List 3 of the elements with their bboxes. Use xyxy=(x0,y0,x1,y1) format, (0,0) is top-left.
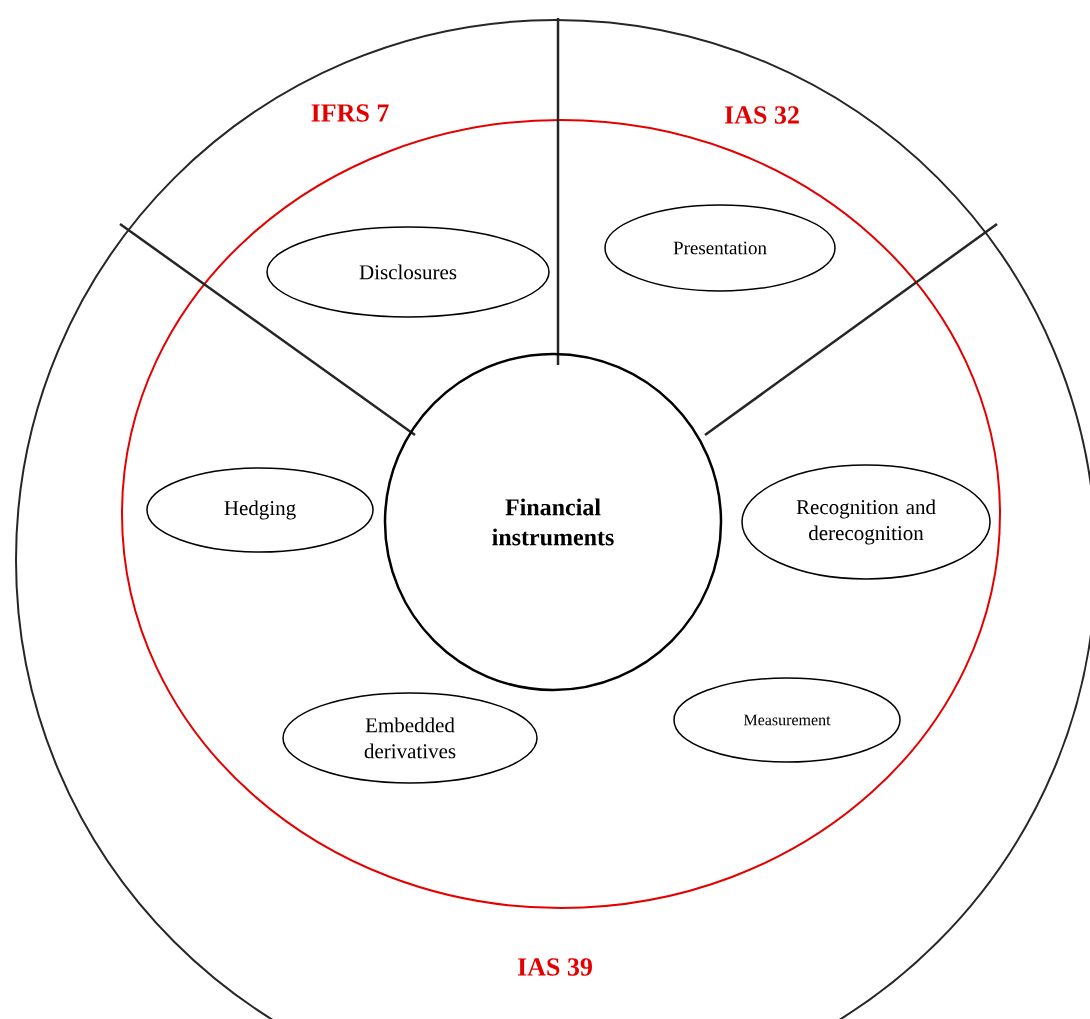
standard-label: IAS 39 xyxy=(517,958,592,976)
standard-label: IAS 32 xyxy=(724,106,799,124)
standard-label: IFRS 7 xyxy=(311,104,389,122)
